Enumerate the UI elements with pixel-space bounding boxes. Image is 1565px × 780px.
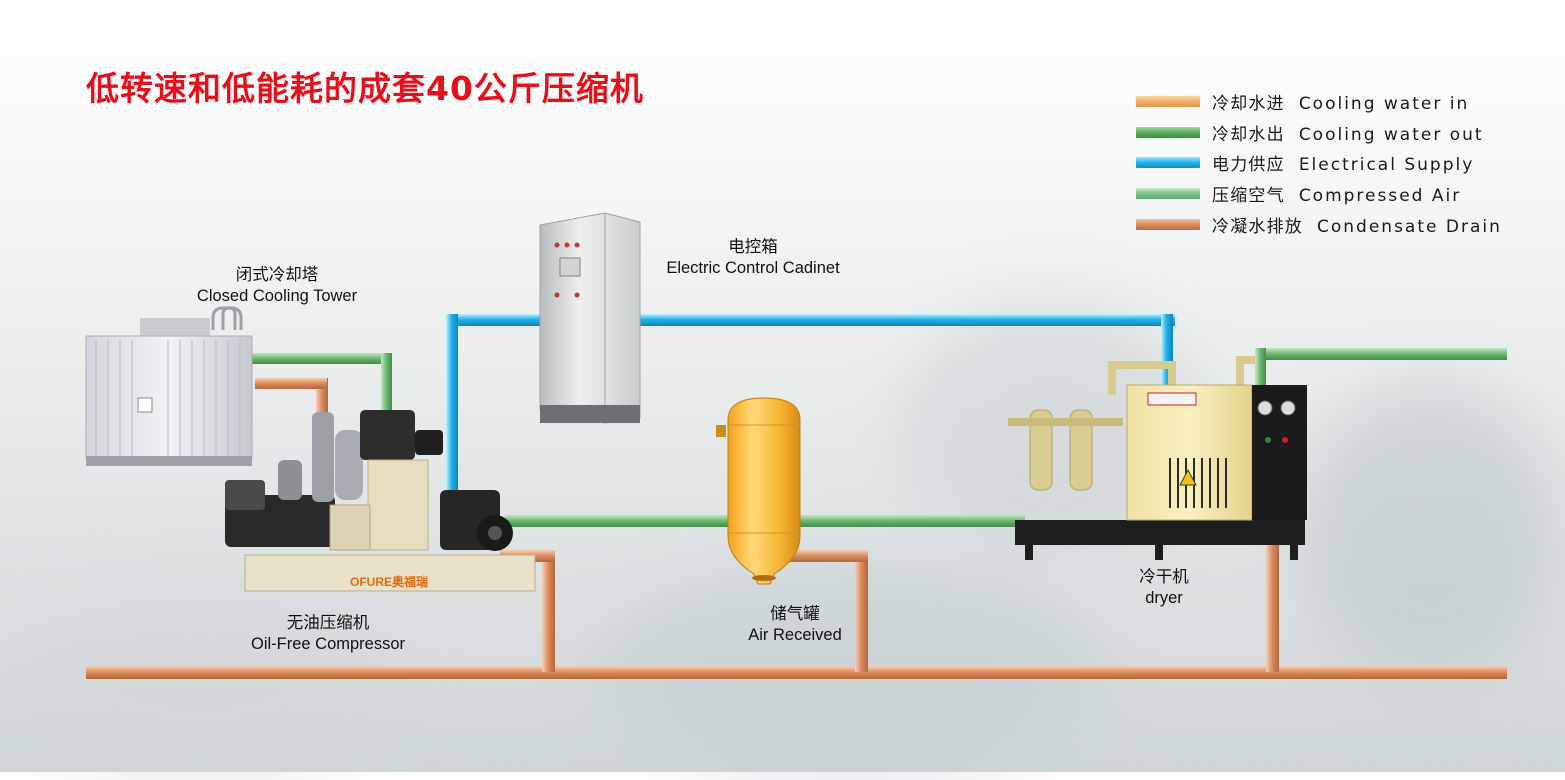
compressor-label-en: Oil-Free Compressor [250,635,406,653]
legend-label-cn: 电力供应 [1212,155,1285,176]
cooling-tower-label-cn: 闭式冷却塔 [235,266,319,284]
dryer-label-cn: 冷干机 [1139,568,1189,586]
legend-item-cooling-water-in: 冷却水进 Cooling water in [1136,86,1502,117]
air-tank-label: 储气罐 Air Received [748,604,842,646]
dryer-label: 冷干机 dryer [1139,567,1189,609]
control-cabinet-label-en: Electric Control Cadinet [666,259,840,277]
legend-swatch [1136,218,1200,230]
legend: 冷却水进 Cooling water in 冷却水出 Cooling water o… [1136,86,1502,239]
legend-label-cn: 冷却水进 [1212,93,1285,114]
cooling-tower-label: 闭式冷却塔 Closed Cooling Tower [197,265,357,307]
legend-label-cn: 冷却水出 [1212,124,1285,145]
oil-free-compressor: OFURE奥福瑞 [225,410,536,592]
air-tank-label-en: Air Received [748,626,842,644]
legend-label-en: Cooling water out [1298,124,1484,145]
legend-label-en: Condensate Drain [1317,216,1502,237]
legend-item-electrical-supply: 电力供应 Electrical Supply [1136,147,1502,178]
legend-swatch [1136,126,1200,138]
cooling-water-pipes [250,348,1507,423]
cooling-tower-label-en: Closed Cooling Tower [196,287,358,305]
legend-label-cn: 压缩空气 [1212,185,1285,206]
legend-swatch [1136,95,1200,107]
legend-label-cn: 冷凝水排放 [1212,216,1303,237]
control-cabinet-label: 电控箱 Electric Control Cadinet [666,237,839,279]
compressor-label-cn: 无油压缩机 [286,614,370,632]
dryer-label-en: dryer [1145,589,1183,607]
background-blob [1300,380,1560,680]
legend-swatch [1136,187,1200,199]
page-title: 低转速和低能耗的成套40公斤压缩机 [86,69,644,108]
control-cabinet-label-cn: 电控箱 [728,238,778,256]
legend-item-cooling-water-out: 冷却水出 Cooling water out [1136,117,1502,148]
refrigerated-dryer [1008,356,1307,560]
legend-label-en: Cooling water in [1298,93,1470,114]
control-cabinet [539,212,641,424]
electrical-supply-pipes [446,314,1175,494]
legend-label-en: Compressed Air [1298,185,1462,206]
background-blob [0,580,400,780]
legend-label-en: Electrical Supply [1298,155,1475,176]
legend-item-compressed-air: 压缩空气 Compressed Air [1136,178,1502,209]
air-tank [716,397,801,585]
compressor-label: 无油压缩机 Oil-Free Compressor [251,613,405,655]
cooling-tower [85,306,253,466]
legend-item-condensate-drain: 冷凝水排放 Condensate Drain [1136,209,1502,240]
legend-swatch [1136,157,1200,169]
air-tank-label-cn: 储气罐 [770,605,820,623]
compressor-brand-text: OFURE奥福瑞 [350,574,428,589]
